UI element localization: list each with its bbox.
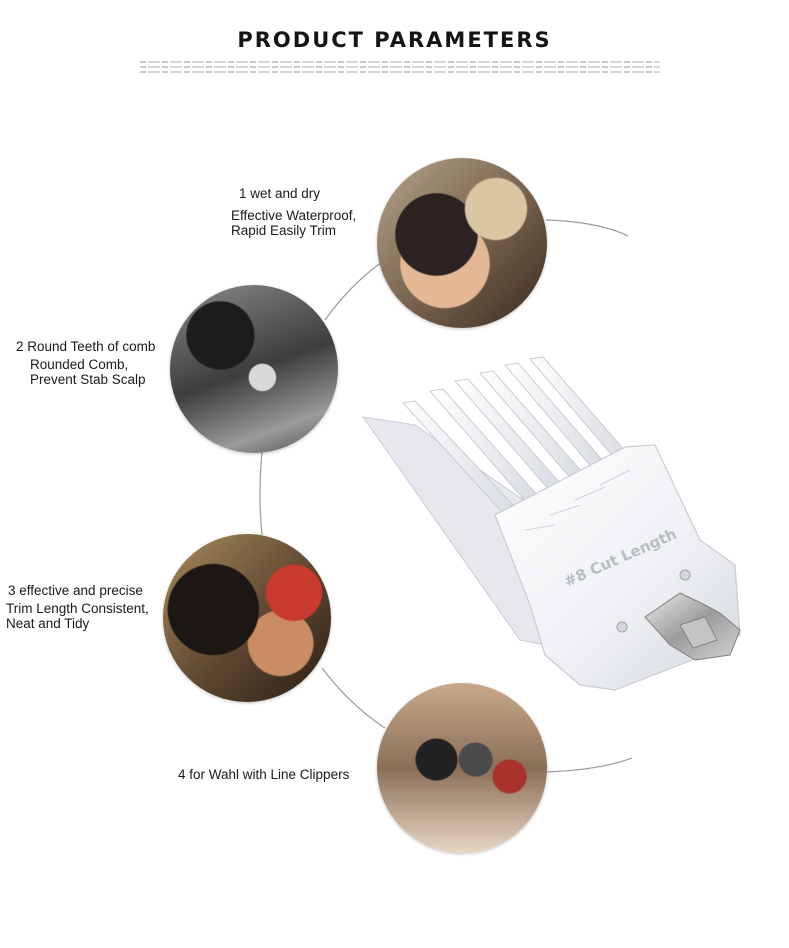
feature-3-heading: 3 effective and precise [8,583,143,598]
feature-1-line-2: Rapid Easily Trim [231,223,337,238]
feature-1-heading: 1 wet and dry [239,186,321,201]
feature-4-label: 4 for Wahl with Line Clippers [178,767,349,785]
feature-1-line-1: Effective Waterproof, [231,208,357,223]
haircut-precision-photo [163,534,331,702]
feature-2-heading: 2 Round Teeth of comb [16,339,156,354]
feature-2-label: 2 Round Teeth of comb Rounded Comb, Prev… [16,339,155,387]
feature-1-label: 1 wet and dry Effective Waterproof, Rapi… [231,186,356,238]
feature-3-label: 3 effective and precise Trim Length Cons… [6,583,149,631]
feature-4-heading: 4 for Wahl with Line Clippers [178,767,350,782]
feature-2-line-1: Rounded Comb, [30,357,129,372]
clipper-trimming-photo [170,285,338,453]
guide-comb-product-image: #8 Cut Length [361,356,741,691]
feature-3-line-2: Neat and Tidy [6,616,90,631]
page-title: PRODUCT PARAMETERS [237,28,552,52]
decorative-subtitle-lines [140,58,660,73]
feature-2-line-2: Prevent Stab Scalp [30,372,146,387]
feature-3-line-1: Trim Length Consistent, [6,601,149,616]
barber-fade-photo [377,158,547,328]
wahl-clippers-lineup-photo [377,683,547,853]
